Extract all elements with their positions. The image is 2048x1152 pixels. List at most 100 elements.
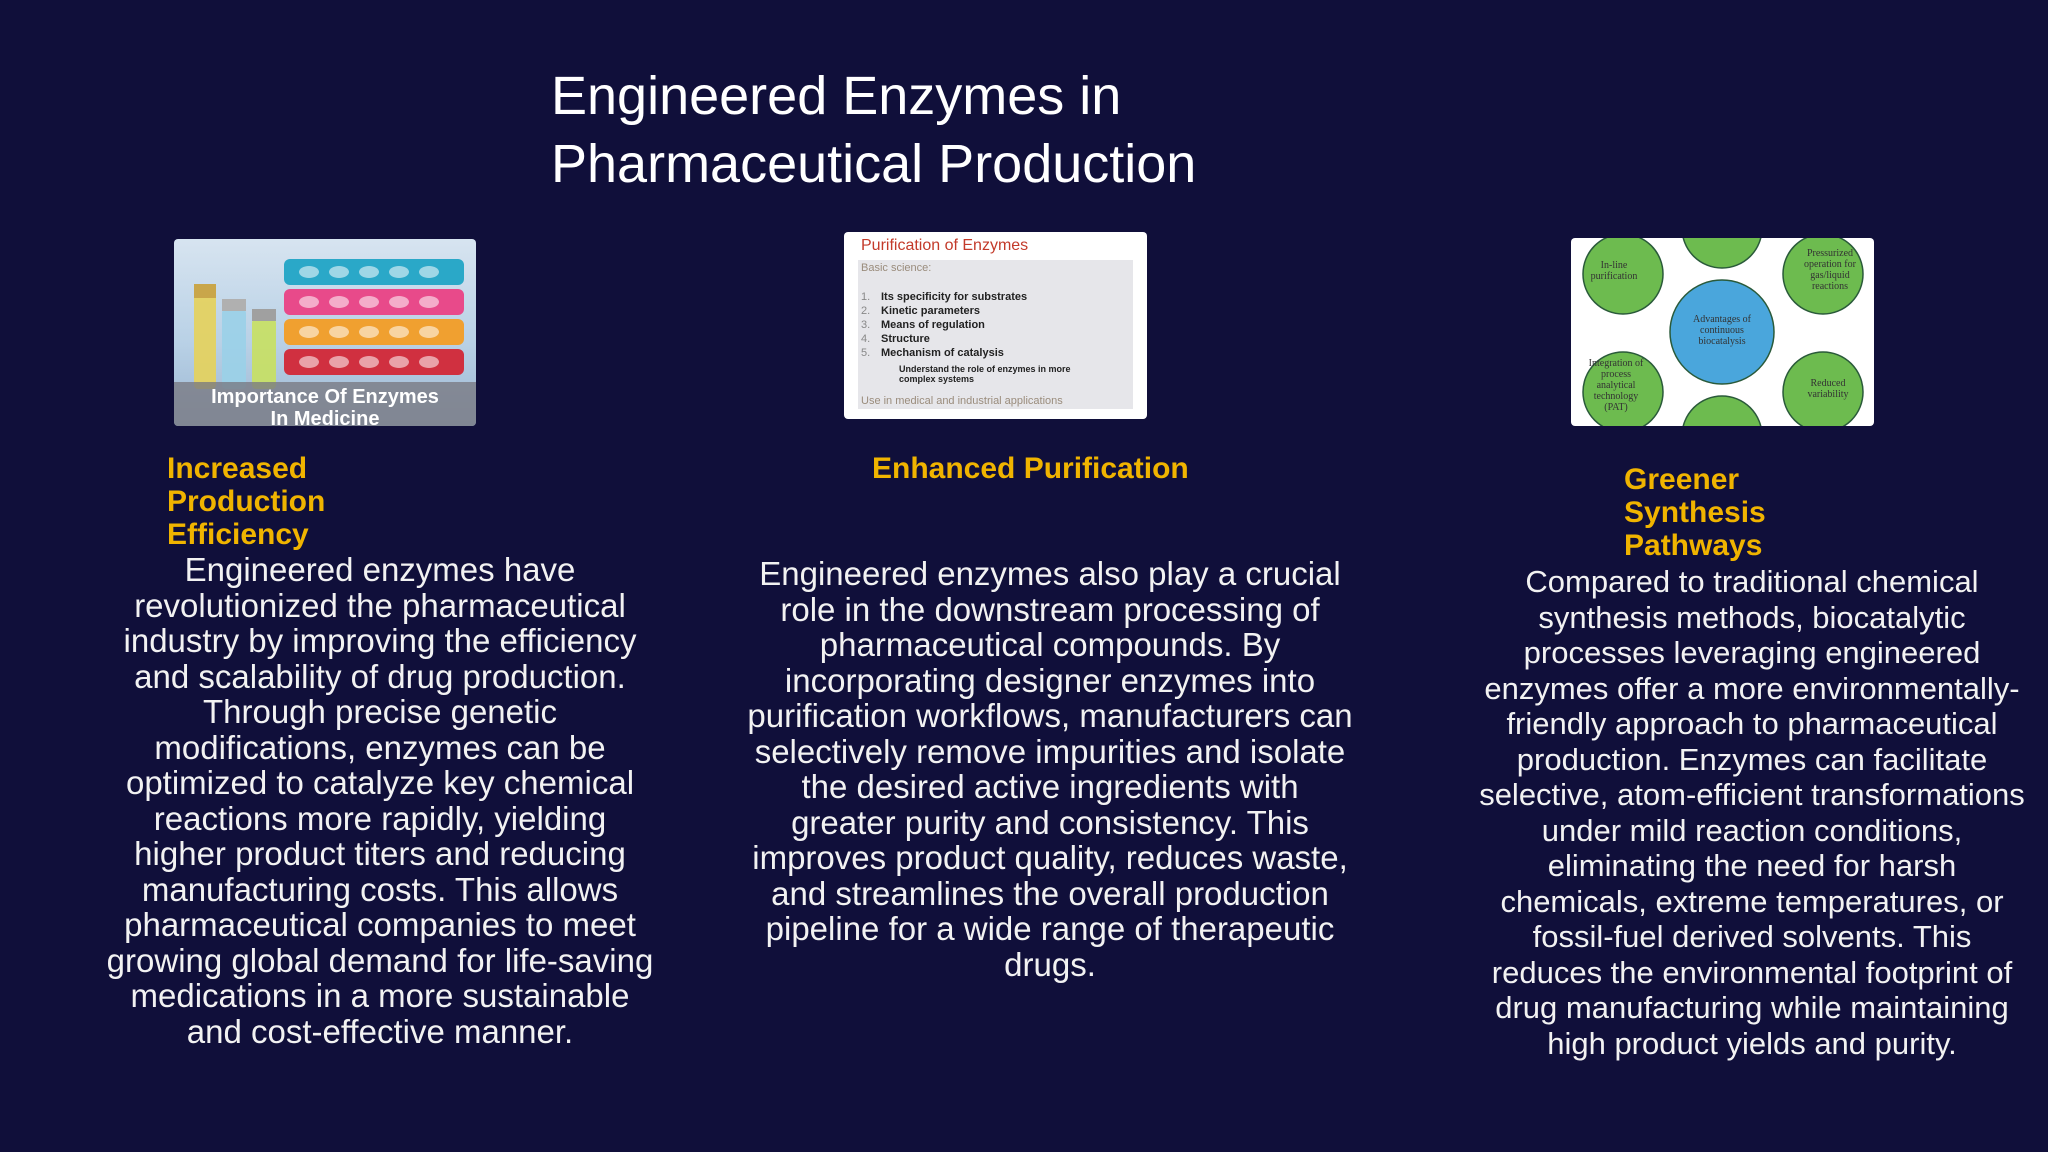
pills-and-vials-illustration — [194, 259, 464, 389]
body-line: growing global demand for life-saving — [106, 941, 654, 979]
body-line: revolutionized the pharmaceutical — [134, 586, 626, 624]
heading-line: Greener — [1624, 463, 1740, 496]
advantages-diagram: Advantages of continuous biocatalysis In… — [1571, 238, 1874, 426]
caption-line: In Medicine — [270, 408, 380, 426]
body-line: Engineered enzymes have — [184, 551, 576, 588]
list-item: 5. Mechanism of catalysis — [861, 346, 1027, 360]
body-line: enzymes offer a more environmentally- — [1484, 670, 2020, 706]
caption-line: Importance Of Enzymes — [211, 386, 439, 408]
list-number: 3. — [861, 319, 871, 331]
purification-image-panel — [858, 260, 1133, 409]
label-line: (PAT) — [1604, 402, 1628, 413]
section-body-greener-synthesis: Compared to traditional chemical synthes… — [1456, 564, 2048, 1061]
list-text: Mechanism of catalysis — [881, 347, 1004, 359]
purification-list: 1. Its specificity for substrates 2. Kinet… — [861, 290, 1027, 360]
label-line: process — [1601, 369, 1631, 380]
body-line: pharmaceutical companies to meet — [124, 906, 636, 943]
list-text: Structure — [881, 333, 930, 345]
body-line: reduces the environmental footprint of — [1491, 954, 2013, 990]
section-heading-enhanced-purification: Enhanced Purification — [872, 452, 1272, 485]
section-heading-production-efficiency: Increased Production Efficiency — [167, 452, 427, 551]
section-body-enhanced-purification: Engineered enzymes also play a crucial r… — [700, 556, 1400, 982]
body-line: modifications, enzymes can be — [154, 728, 606, 766]
list-text: Kinetic parameters — [881, 305, 981, 317]
list-item: 4. Structure — [861, 332, 1027, 346]
body-line: selectively remove impurities and isolat… — [754, 732, 1346, 770]
body-line: pipeline for a wide range of therapeutic — [765, 910, 1335, 947]
label-line: In-line — [1600, 260, 1628, 271]
slide-title: Engineered Enzymes in Pharmaceutical Pro… — [551, 62, 1451, 198]
body-line: processes leveraging engineered — [1523, 635, 1981, 670]
body-line: selective, atom-efficient transformation… — [1479, 777, 2025, 812]
body-line: reactions more rapidly, yielding — [153, 799, 607, 837]
body-line: purification workflows, manufacturers ca… — [747, 697, 1353, 734]
body-line: drug manufacturing while maintaining — [1495, 990, 2009, 1025]
body-line: and streamlines the overall production — [771, 874, 1329, 912]
label-line: technology — [1593, 391, 1639, 402]
label-line: analytical — [1596, 380, 1636, 391]
diagram-node-pressurized: Pressurized operation for gas/liquid rea… — [1793, 248, 1867, 292]
body-line: Engineered enzymes also play a crucial — [759, 555, 1341, 592]
body-line: Compared to traditional chemical — [1525, 564, 1979, 599]
body-line: under mild reaction conditions, — [1541, 812, 1963, 848]
medicine-image-caption: Importance Of Enzymes In Medicine — [174, 382, 476, 426]
body-line: and scalability of drug production. — [134, 657, 626, 695]
body-line: greater purity and consistency. This — [791, 803, 1309, 841]
label-line: Integration of — [1588, 358, 1644, 369]
list-item: 1. Its specificity for substrates — [861, 290, 1027, 304]
label-line: reactions — [1811, 281, 1849, 292]
note-line: Understand the role of enzymes in more — [899, 364, 1071, 374]
body-line: optimized to catalyze key chemical — [125, 764, 635, 801]
body-line: higher product titers and reducing — [134, 835, 626, 872]
label-line: purification — [1590, 271, 1638, 282]
purification-image: Purification of Enzymes Basic science: 1… — [844, 232, 1147, 419]
label-line: Reduced — [1810, 378, 1846, 389]
diagram-node-reduced: Reduced variability — [1793, 378, 1863, 400]
body-line: medications in a more sustainable — [130, 977, 630, 1014]
body-line: the desired active ingredients with — [801, 768, 1299, 805]
list-number: 4. — [861, 333, 871, 345]
label-line: gas/liquid — [1810, 270, 1850, 281]
section-body-production-efficiency: Engineered enzymes have revolutionized t… — [60, 552, 700, 1049]
body-line: friendly approach to pharmaceutical — [1506, 706, 1998, 741]
body-line: eliminating the need for harsh — [1547, 848, 1957, 883]
list-text: Its specificity for substrates — [881, 291, 1028, 303]
purification-image-subtitle: Basic science: — [861, 262, 932, 274]
diagram-center-label: Advantages of continuous biocatalysis — [1689, 314, 1755, 347]
label-line: continuous — [1700, 325, 1744, 336]
heading-line: Efficiency — [167, 518, 309, 551]
body-line: synthesis methods, biocatalytic — [1538, 599, 1966, 635]
body-line: chemicals, extreme temperatures, or — [1500, 883, 2004, 919]
purification-note: Understand the role of enzymes in more c… — [899, 364, 1119, 384]
slide-title-line: Engineered Enzymes in — [551, 66, 1122, 126]
purification-footer: Use in medical and industrial applicatio… — [861, 395, 1063, 407]
heading-line: Synthesis — [1624, 496, 1766, 529]
list-number: 5. — [861, 347, 871, 359]
list-text: Means of regulation — [881, 319, 985, 331]
slide-title-line: Pharmaceutical Production — [551, 134, 1197, 194]
heading-line: Production — [167, 485, 326, 518]
body-line: and cost-effective manner. — [186, 1012, 574, 1050]
body-line: manufacturing costs. This allows — [141, 870, 619, 908]
list-item: 2. Kinetic parameters — [861, 304, 1027, 318]
label-line: Advantages of — [1692, 314, 1752, 325]
section-heading-greener-synthesis: Greener Synthesis Pathways — [1624, 463, 1884, 562]
body-line: incorporating designer enzymes into — [784, 661, 1316, 699]
medicine-image: Importance Of Enzymes In Medicine — [174, 239, 476, 426]
label-line: Pressurized — [1806, 248, 1854, 259]
body-line: pharmaceutical compounds. By — [819, 626, 1281, 663]
body-line: improves product quality, reduces waste, — [752, 839, 1348, 876]
label-line: variability — [1807, 389, 1849, 400]
body-line: industry by improving the efficiency — [123, 622, 637, 659]
body-line: drugs. — [1004, 945, 1096, 983]
body-line: role in the downstream processing of — [780, 590, 1320, 628]
list-number: 2. — [861, 305, 871, 317]
note-line: complex systems — [899, 374, 975, 384]
body-line: high product yields and purity. — [1547, 1025, 1957, 1061]
label-line: operation for — [1804, 259, 1856, 270]
body-line: production. Enzymes can facilitate — [1516, 741, 1988, 777]
list-number: 1. — [861, 291, 871, 303]
advantages-diagram-graphic — [1582, 238, 1864, 426]
heading-line: Enhanced Purification — [872, 452, 1189, 485]
